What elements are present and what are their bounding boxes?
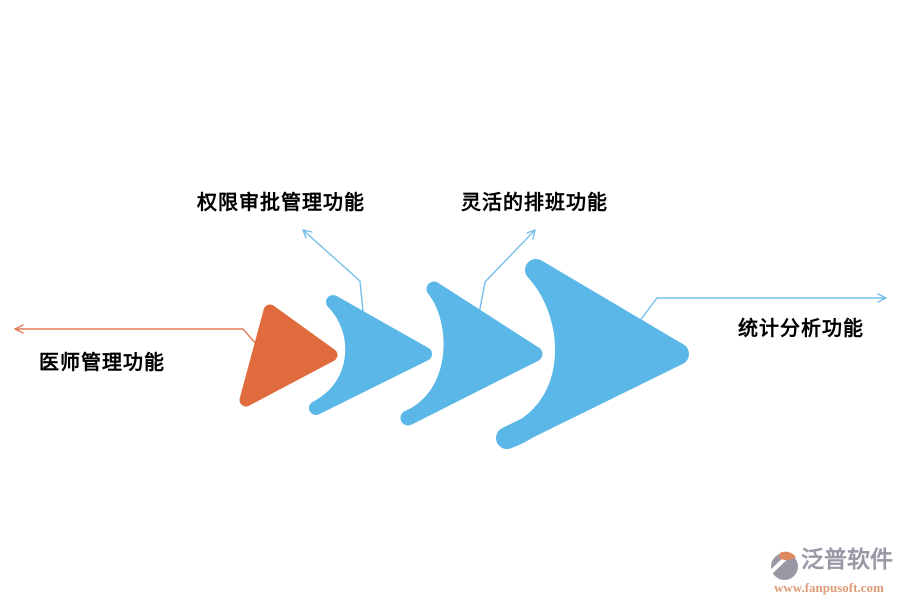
connector-up-left-arrow [302, 229, 364, 313]
fanpu-logo-icon [770, 550, 798, 580]
blue-chevron-small-shape [309, 295, 432, 415]
connector-left-arrow [14, 328, 257, 345]
watermark: 泛普软件 www.fanpusoft.com [770, 548, 900, 594]
connector-left-arrowhead-icon [14, 324, 24, 334]
label-doctor-management: 医师管理功能 [39, 352, 165, 374]
connector-right-arrowhead-icon [877, 293, 887, 303]
connector-right-arrow [638, 297, 887, 323]
blue-chevron-large-shape [496, 259, 689, 449]
connector-up-right-arrowhead-icon [526, 229, 536, 240]
connector-up-left-arrowhead-icon [302, 229, 313, 239]
label-statistical-analysis: 统计分析功能 [738, 318, 864, 340]
watermark-brand-text: 泛普软件 [801, 546, 893, 572]
watermark-url-text: www.fanpusoft.com [774, 580, 884, 595]
label-permission-approval-management: 权限审批管理功能 [197, 192, 365, 214]
blue-chevron-medium-shape [400, 281, 543, 426]
connector-up-right-arrow [478, 229, 536, 315]
label-flexible-scheduling: 灵活的排班功能 [461, 192, 608, 214]
orange-triangle-shape [239, 304, 338, 407]
